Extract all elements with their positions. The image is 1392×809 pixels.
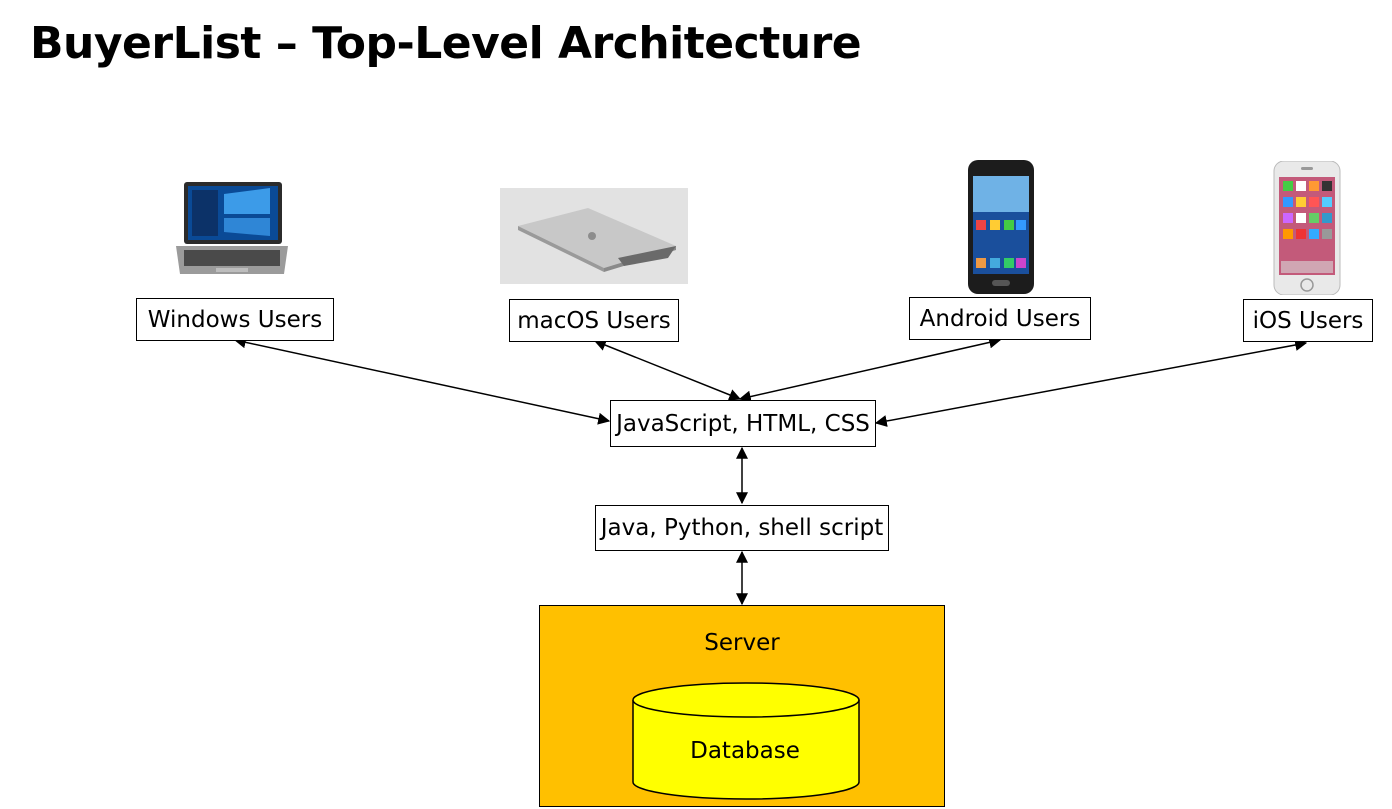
arrow-macos-frontend xyxy=(593,339,742,401)
database-cylinder-icon xyxy=(632,682,860,800)
arrow-android-frontend xyxy=(738,336,1002,403)
server-label: Server xyxy=(704,630,780,656)
android-phone-icon xyxy=(968,160,1034,294)
arrow-ios-frontend xyxy=(874,339,1308,427)
frontend-layer-box: JavaScript, HTML, CSS xyxy=(610,400,876,447)
macbook-icon xyxy=(500,188,688,284)
macos-users-box: macOS Users xyxy=(509,299,679,342)
backend-layer-box: Java, Python, shell script xyxy=(595,505,889,551)
windows-laptop-icon xyxy=(176,182,288,274)
windows-users-box: Windows Users xyxy=(136,298,334,341)
iphone-icon xyxy=(1273,161,1341,295)
page-title: BuyerList – Top-Level Architecture xyxy=(30,18,862,69)
server-box: Server Database xyxy=(539,605,945,807)
database-label: Database xyxy=(690,738,800,764)
android-users-box: Android Users xyxy=(909,297,1091,340)
arrow-windows-frontend xyxy=(233,336,611,425)
ios-users-box: iOS Users xyxy=(1243,299,1373,342)
